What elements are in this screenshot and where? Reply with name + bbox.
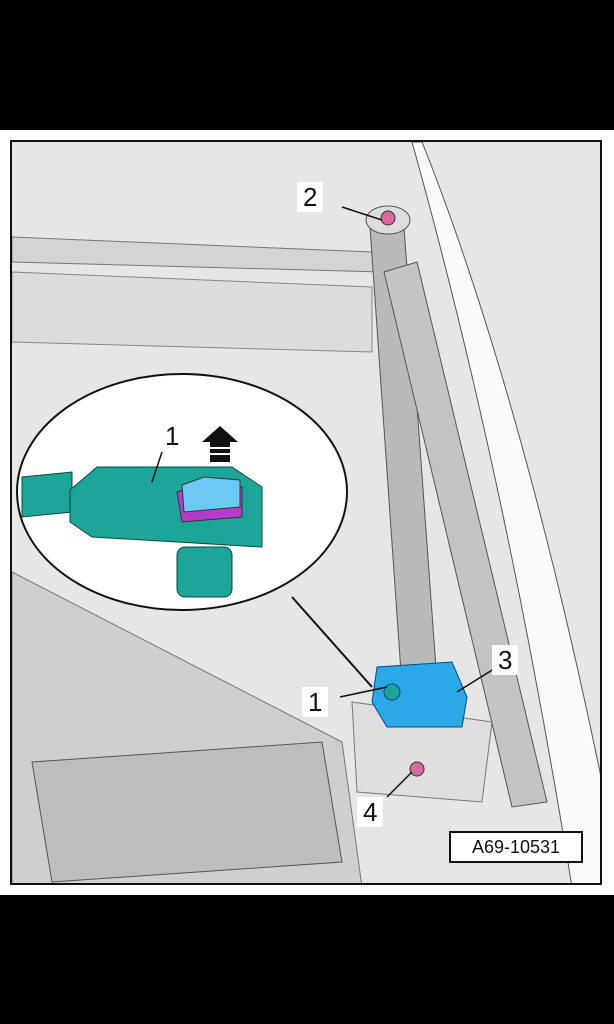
upper-anchor-bolt xyxy=(380,210,396,226)
sensor-small xyxy=(383,683,401,701)
seat-belt-diagram xyxy=(12,142,600,883)
callout-3: 3 xyxy=(492,645,519,675)
belt-retractor xyxy=(371,661,468,728)
callout-4: 4 xyxy=(357,797,384,827)
technical-illustration: 1 2 1 3 4 xyxy=(10,140,602,885)
callout-1: 1 xyxy=(302,687,329,717)
detail-callout-1: 1 xyxy=(165,421,180,451)
lower-bolt xyxy=(409,761,425,777)
figure-code-label: A69-10531 xyxy=(449,831,583,863)
callout-2: 2 xyxy=(297,182,324,212)
